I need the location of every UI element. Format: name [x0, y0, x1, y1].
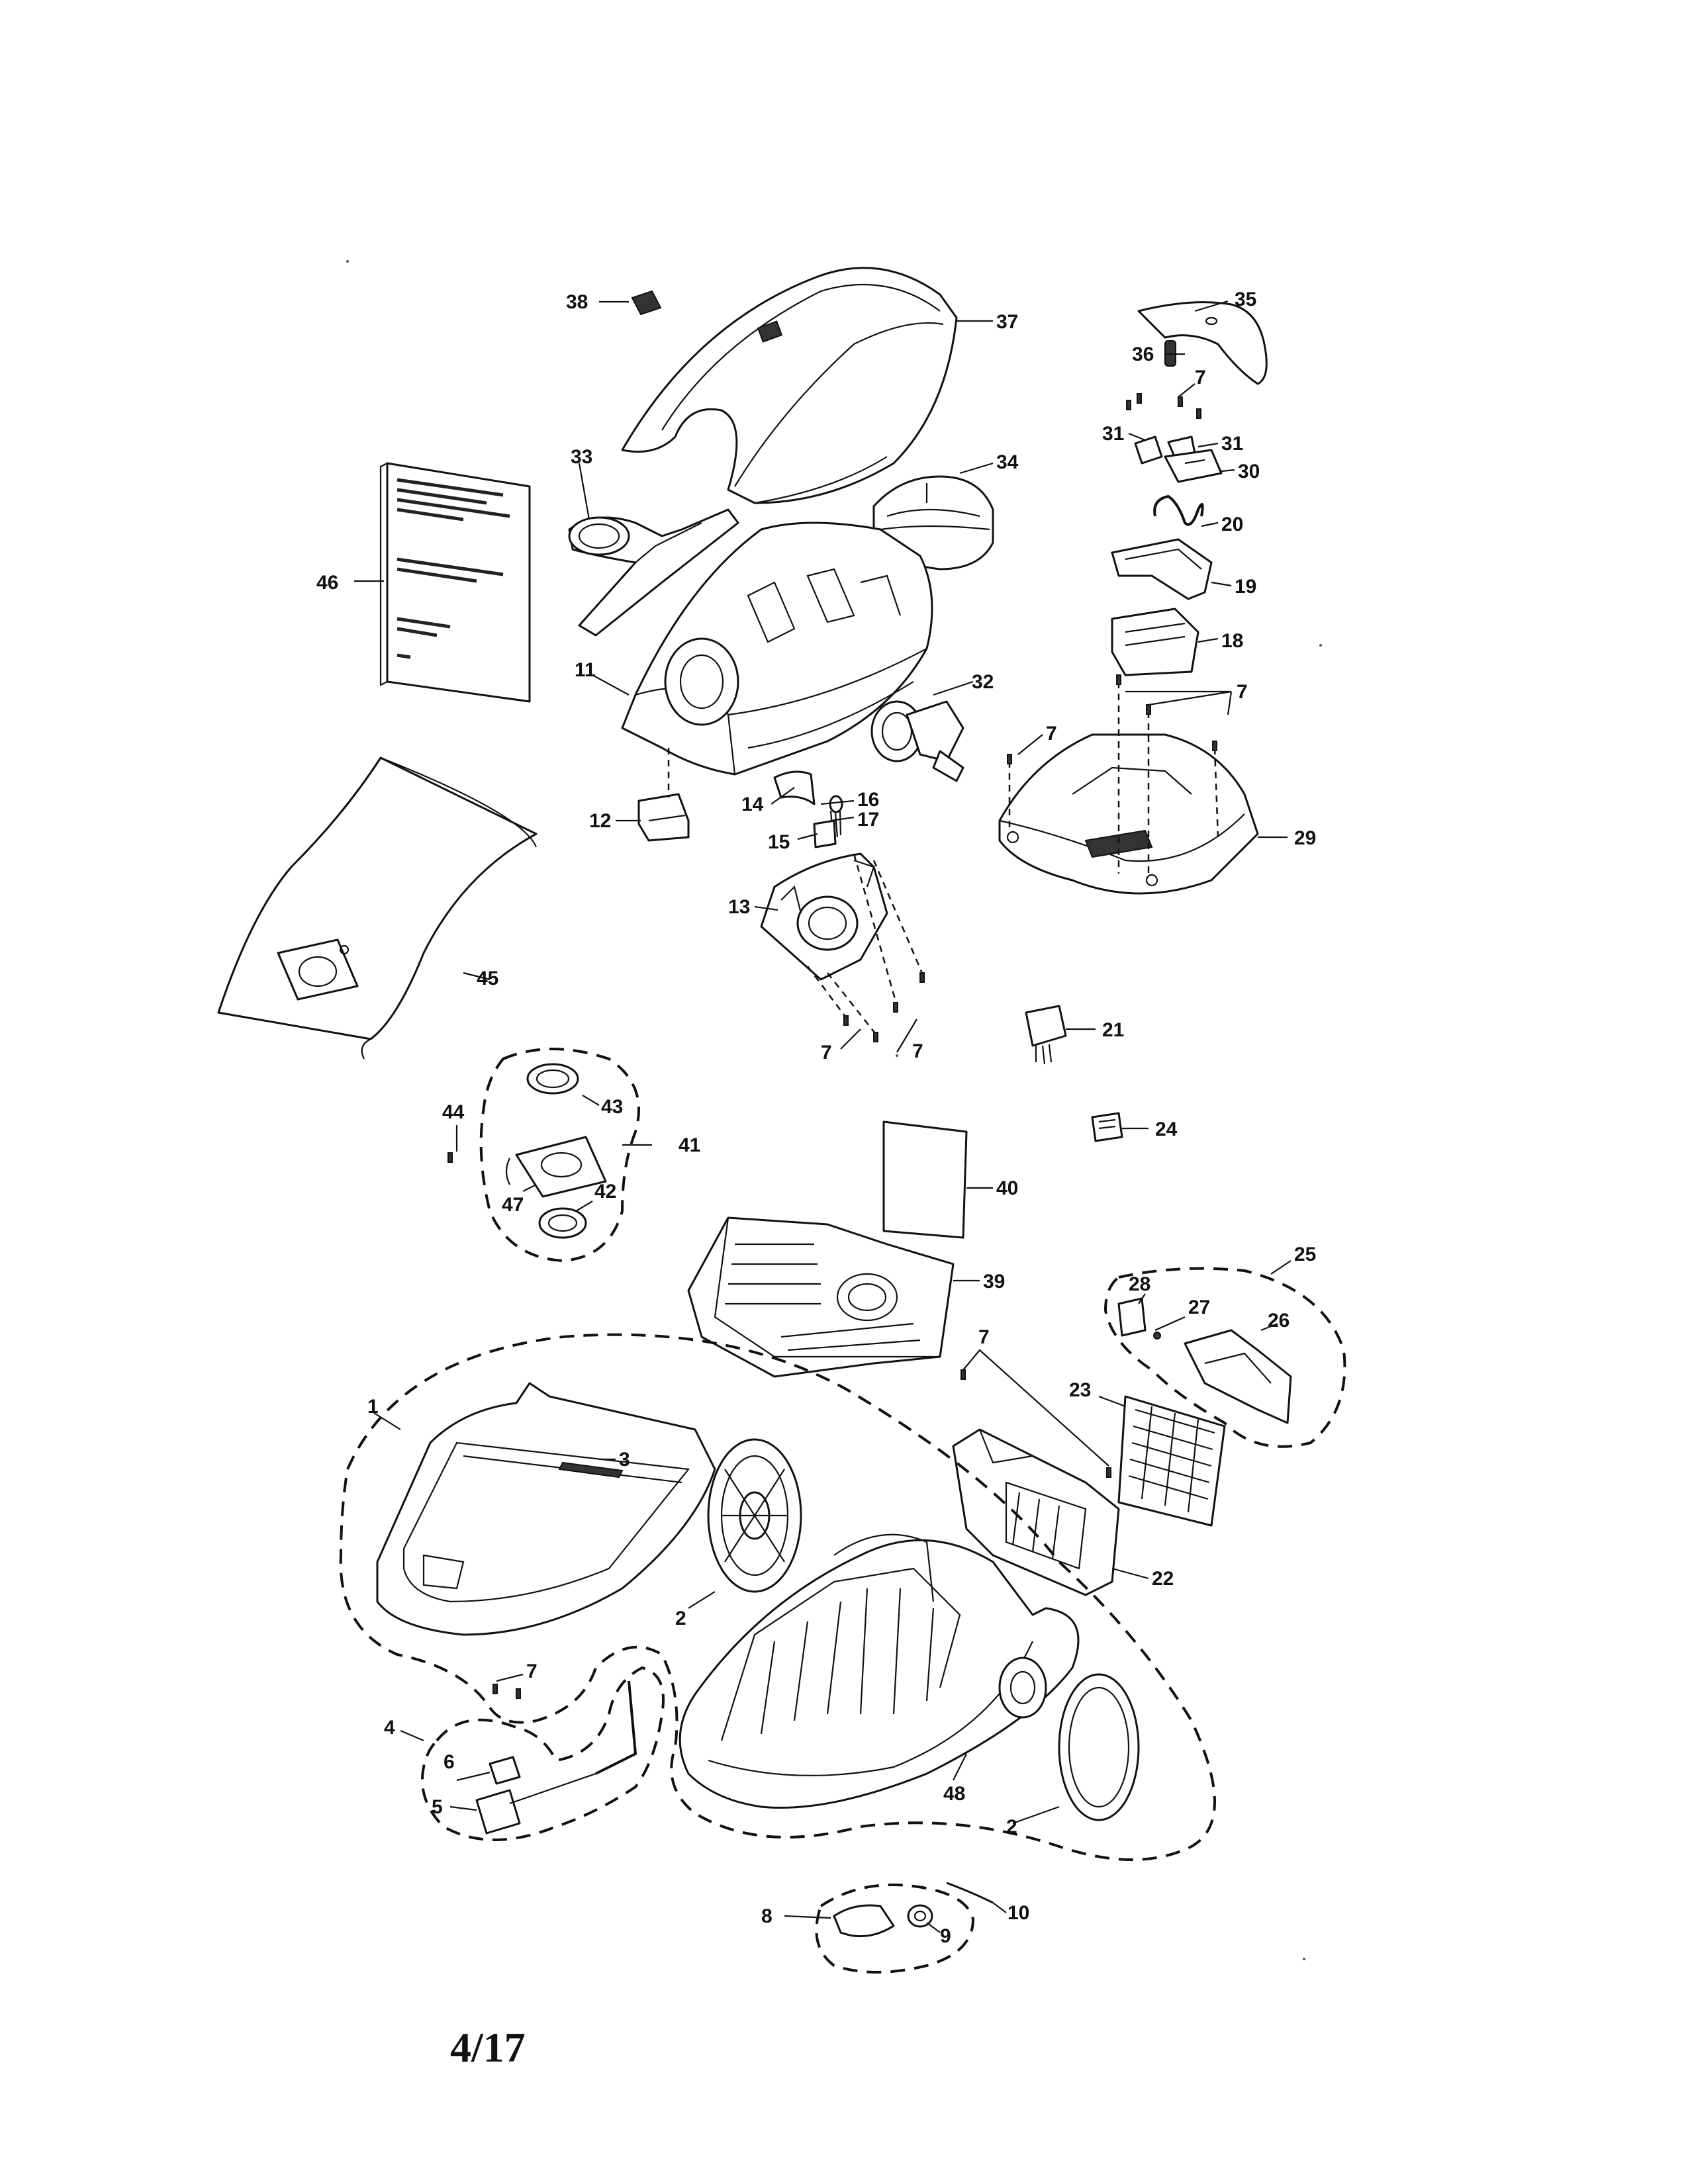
- callout-47: 47: [502, 1194, 524, 1216]
- callout-7: 7: [978, 1326, 990, 1348]
- callout-16: 16: [857, 789, 879, 811]
- callout-5: 5: [432, 1796, 443, 1818]
- part-31-clip-left: [1134, 435, 1163, 465]
- callout-numbers: 38 37 33 34 46 11 32 12 14 16 17 15 13 7…: [316, 289, 1316, 1947]
- callout-34: 34: [996, 451, 1019, 473]
- callout-22: 22: [1152, 1568, 1174, 1590]
- callout-46: 46: [316, 572, 338, 594]
- part-24-label: [1091, 1112, 1123, 1142]
- part-48-main-body: [679, 1533, 1080, 1809]
- part-11-upper-housing: [621, 522, 933, 776]
- callout-14: 14: [741, 794, 764, 815]
- part-20-spring-clip: [1153, 494, 1204, 526]
- callout-26: 26: [1268, 1310, 1289, 1332]
- part-45-dust-bag: [217, 756, 538, 1060]
- callout-43: 43: [601, 1096, 623, 1118]
- callout-8: 8: [761, 1905, 773, 1927]
- screws-near-29: [1007, 674, 1219, 877]
- callout-45: 45: [477, 968, 498, 989]
- part-46-manual: [379, 462, 531, 703]
- part-38-badge: [631, 290, 662, 316]
- part-22-grille-frame: [952, 1428, 1120, 1596]
- part-2-wheel-left: [707, 1438, 802, 1593]
- part-12-latch: [637, 793, 690, 842]
- callout-28: 28: [1129, 1273, 1150, 1295]
- part-21-circuit-board: [1025, 1005, 1067, 1065]
- callout-2: 2: [1006, 1816, 1017, 1838]
- callout-41: 41: [679, 1134, 700, 1156]
- callout-25: 25: [1294, 1244, 1316, 1265]
- callout-13: 13: [728, 896, 750, 918]
- callout-10: 10: [1008, 1902, 1029, 1924]
- callout-31: 31: [1221, 433, 1243, 455]
- callout-2: 2: [675, 1608, 686, 1629]
- callout-19: 19: [1235, 576, 1256, 598]
- callout-23: 23: [1069, 1379, 1091, 1401]
- part-15-spring: [813, 819, 837, 848]
- callout-42: 42: [594, 1181, 616, 1203]
- part-33-floor-nozzle: [568, 508, 739, 637]
- callout-3: 3: [619, 1449, 630, 1471]
- callout-32: 32: [972, 671, 994, 693]
- screws-near-13: [807, 853, 925, 1042]
- callout-6: 6: [444, 1751, 455, 1773]
- callout-37: 37: [996, 311, 1018, 333]
- part-13-switch-assembly: [760, 852, 888, 981]
- callout-35: 35: [1235, 289, 1256, 310]
- part-23-hepa-filter: [1117, 1395, 1226, 1527]
- part-41-gasket-group: [447, 1048, 640, 1263]
- callout-20: 20: [1221, 514, 1243, 535]
- part-25-filter-cover-group: [1103, 1267, 1346, 1448]
- callout-36: 36: [1132, 343, 1154, 365]
- callout-15: 15: [768, 831, 790, 853]
- callout-17: 17: [857, 809, 879, 831]
- callout-27: 27: [1188, 1297, 1210, 1318]
- callout-7: 7: [1237, 681, 1248, 703]
- part-40-filter-pad: [882, 1120, 968, 1239]
- callout-33: 33: [571, 446, 592, 468]
- callout-18: 18: [1221, 630, 1243, 652]
- part-37-cover-lid: [621, 267, 958, 504]
- part-18-handle-base: [1111, 608, 1199, 676]
- part-39-bag-holder: [687, 1216, 955, 1378]
- part-35-handle-cover: [1137, 301, 1268, 385]
- callout-24: 24: [1155, 1118, 1178, 1140]
- callout-30: 30: [1238, 461, 1260, 482]
- part-30-bracket: [1164, 449, 1223, 483]
- callout-21: 21: [1102, 1019, 1124, 1041]
- callout-7: 7: [912, 1040, 923, 1062]
- callout-12: 12: [589, 810, 611, 832]
- callout-7: 7: [1046, 723, 1057, 745]
- callout-4: 4: [384, 1717, 395, 1739]
- callout-38: 38: [566, 291, 588, 313]
- callout-31: 31: [1102, 423, 1124, 445]
- callout-1: 1: [367, 1396, 379, 1418]
- part-1-body-group: [339, 1333, 1216, 1861]
- scan-specks: [346, 260, 1322, 1960]
- part-4-cord-group: [421, 1666, 665, 1841]
- leader-lines: [354, 300, 1291, 1933]
- page-number: 4/17: [450, 2024, 526, 2071]
- callout-44: 44: [442, 1101, 465, 1123]
- callout-9: 9: [940, 1925, 951, 1947]
- part-8-caster-group: [815, 1882, 994, 1974]
- callout-7: 7: [526, 1661, 538, 1682]
- callout-48: 48: [943, 1783, 965, 1805]
- callout-40: 40: [996, 1177, 1018, 1199]
- callout-11: 11: [575, 659, 596, 681]
- callout-7: 7: [821, 1042, 832, 1064]
- part-19-handle-frame: [1111, 538, 1213, 600]
- part-29-rear-housing: [998, 733, 1259, 895]
- part-32-brush: [870, 700, 964, 782]
- callout-7: 7: [1195, 367, 1206, 388]
- part-2-wheel-right: [1058, 1673, 1140, 1821]
- callout-29: 29: [1294, 827, 1316, 849]
- callout-39: 39: [983, 1271, 1005, 1293]
- screws-near-35: [1126, 393, 1201, 419]
